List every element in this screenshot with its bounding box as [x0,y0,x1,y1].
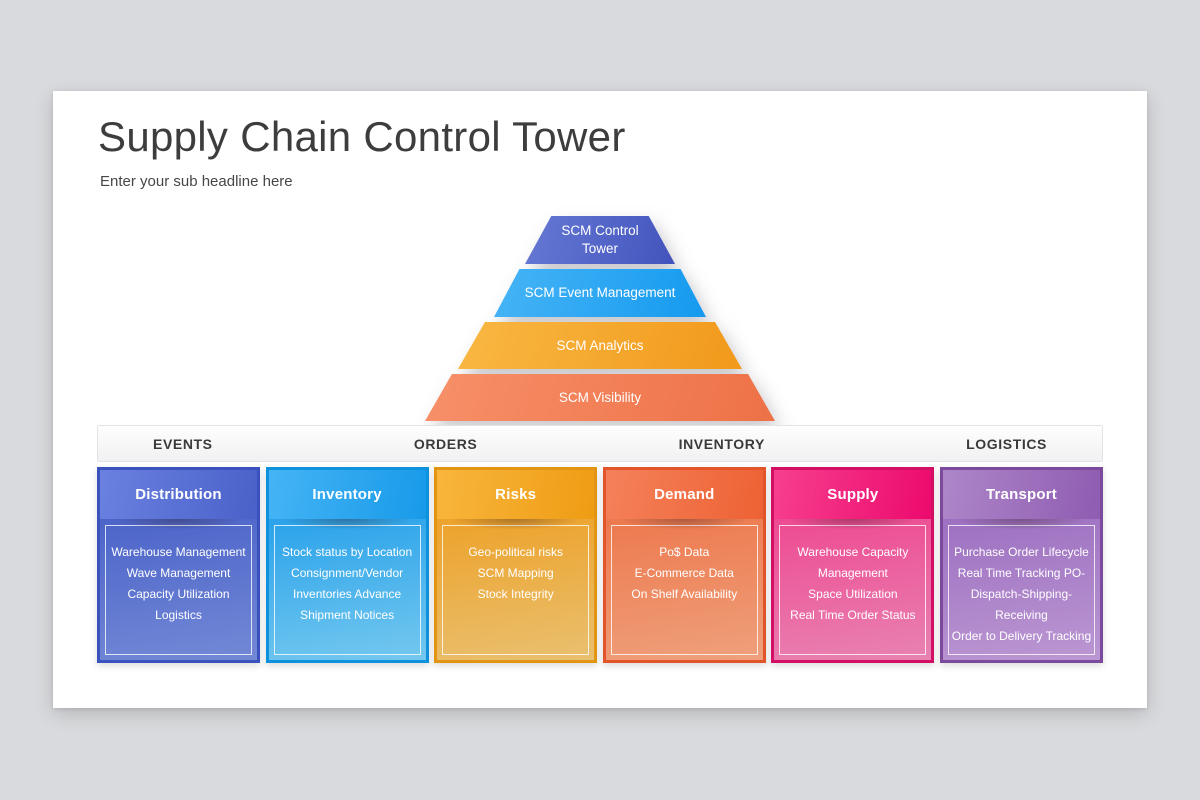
card-title: Supply [774,470,932,519]
pyramid-level-1[interactable]: SCM Control Tower [525,216,675,264]
card-item: Warehouse Management [111,545,246,559]
card-item: Stock Integrity [477,587,554,601]
card-item: Consignment/Vendor [291,566,404,580]
band-label-inventory: INVENTORY [678,435,765,452]
card-item: Purchase Order Lifecycle [954,545,1089,559]
card-item: Real Time Tracking PO-Dispatch-Shipping-… [957,566,1086,622]
pyramid-level-label: SCM Control Tower [561,223,639,256]
card-title: Inventory [268,470,426,519]
card-item: Wave Management [126,566,231,580]
card-item: Space Utilization [808,587,898,601]
pyramid-level-label: SCM Event Management [524,285,676,301]
card-title: Risks [437,470,595,519]
card-item: Real Time Order Status [790,608,916,622]
pyramid-level-label: SCM Analytics [556,337,644,353]
card-title: Transport [942,470,1100,519]
pyramid-level-3[interactable]: SCM Analytics [458,322,742,369]
card-item: Order to Delivery Tracking [951,629,1092,643]
card-item: Logistics [155,608,202,622]
card-item: SCM Mapping [477,566,554,580]
band-label-events: EVENTS [153,435,213,452]
band-label-logistics: LOGISTICS [966,435,1047,452]
band-label-orders: ORDERS [413,435,478,452]
card-item: E-Commerce Data [634,566,734,580]
pyramid-level-4[interactable]: SCM Visibility [425,374,775,421]
card-item: Warehouse Capacity Management [797,545,909,580]
card-item: Capacity Utilization [127,587,230,601]
card-item: Stock status by Location [282,545,413,559]
category-band: EVENTS ORDERS INVENTORY LOGISTICS [97,425,1103,462]
scm-pyramid: SCM Control Tower SCM Event Management S… [425,216,775,421]
slide-canvas: Supply Chain Control Tower Enter your su… [53,91,1147,708]
card-item: Geo-political risks [468,545,564,559]
card-title: Demand [605,470,763,519]
card-item: Inventories Advance [293,587,402,601]
card-item: On Shelf Availability [631,587,738,601]
page-title: Supply Chain Control Tower [98,113,626,160]
card-title: Distribution [100,470,257,519]
card-item: Po$ Data [659,545,710,559]
card-item: Shipment Notices [300,608,395,622]
pyramid-level-2[interactable]: SCM Event Management [494,269,706,317]
pyramid-level-label: SCM Visibility [558,389,642,405]
page-subtitle: Enter your sub headline here [100,173,293,190]
